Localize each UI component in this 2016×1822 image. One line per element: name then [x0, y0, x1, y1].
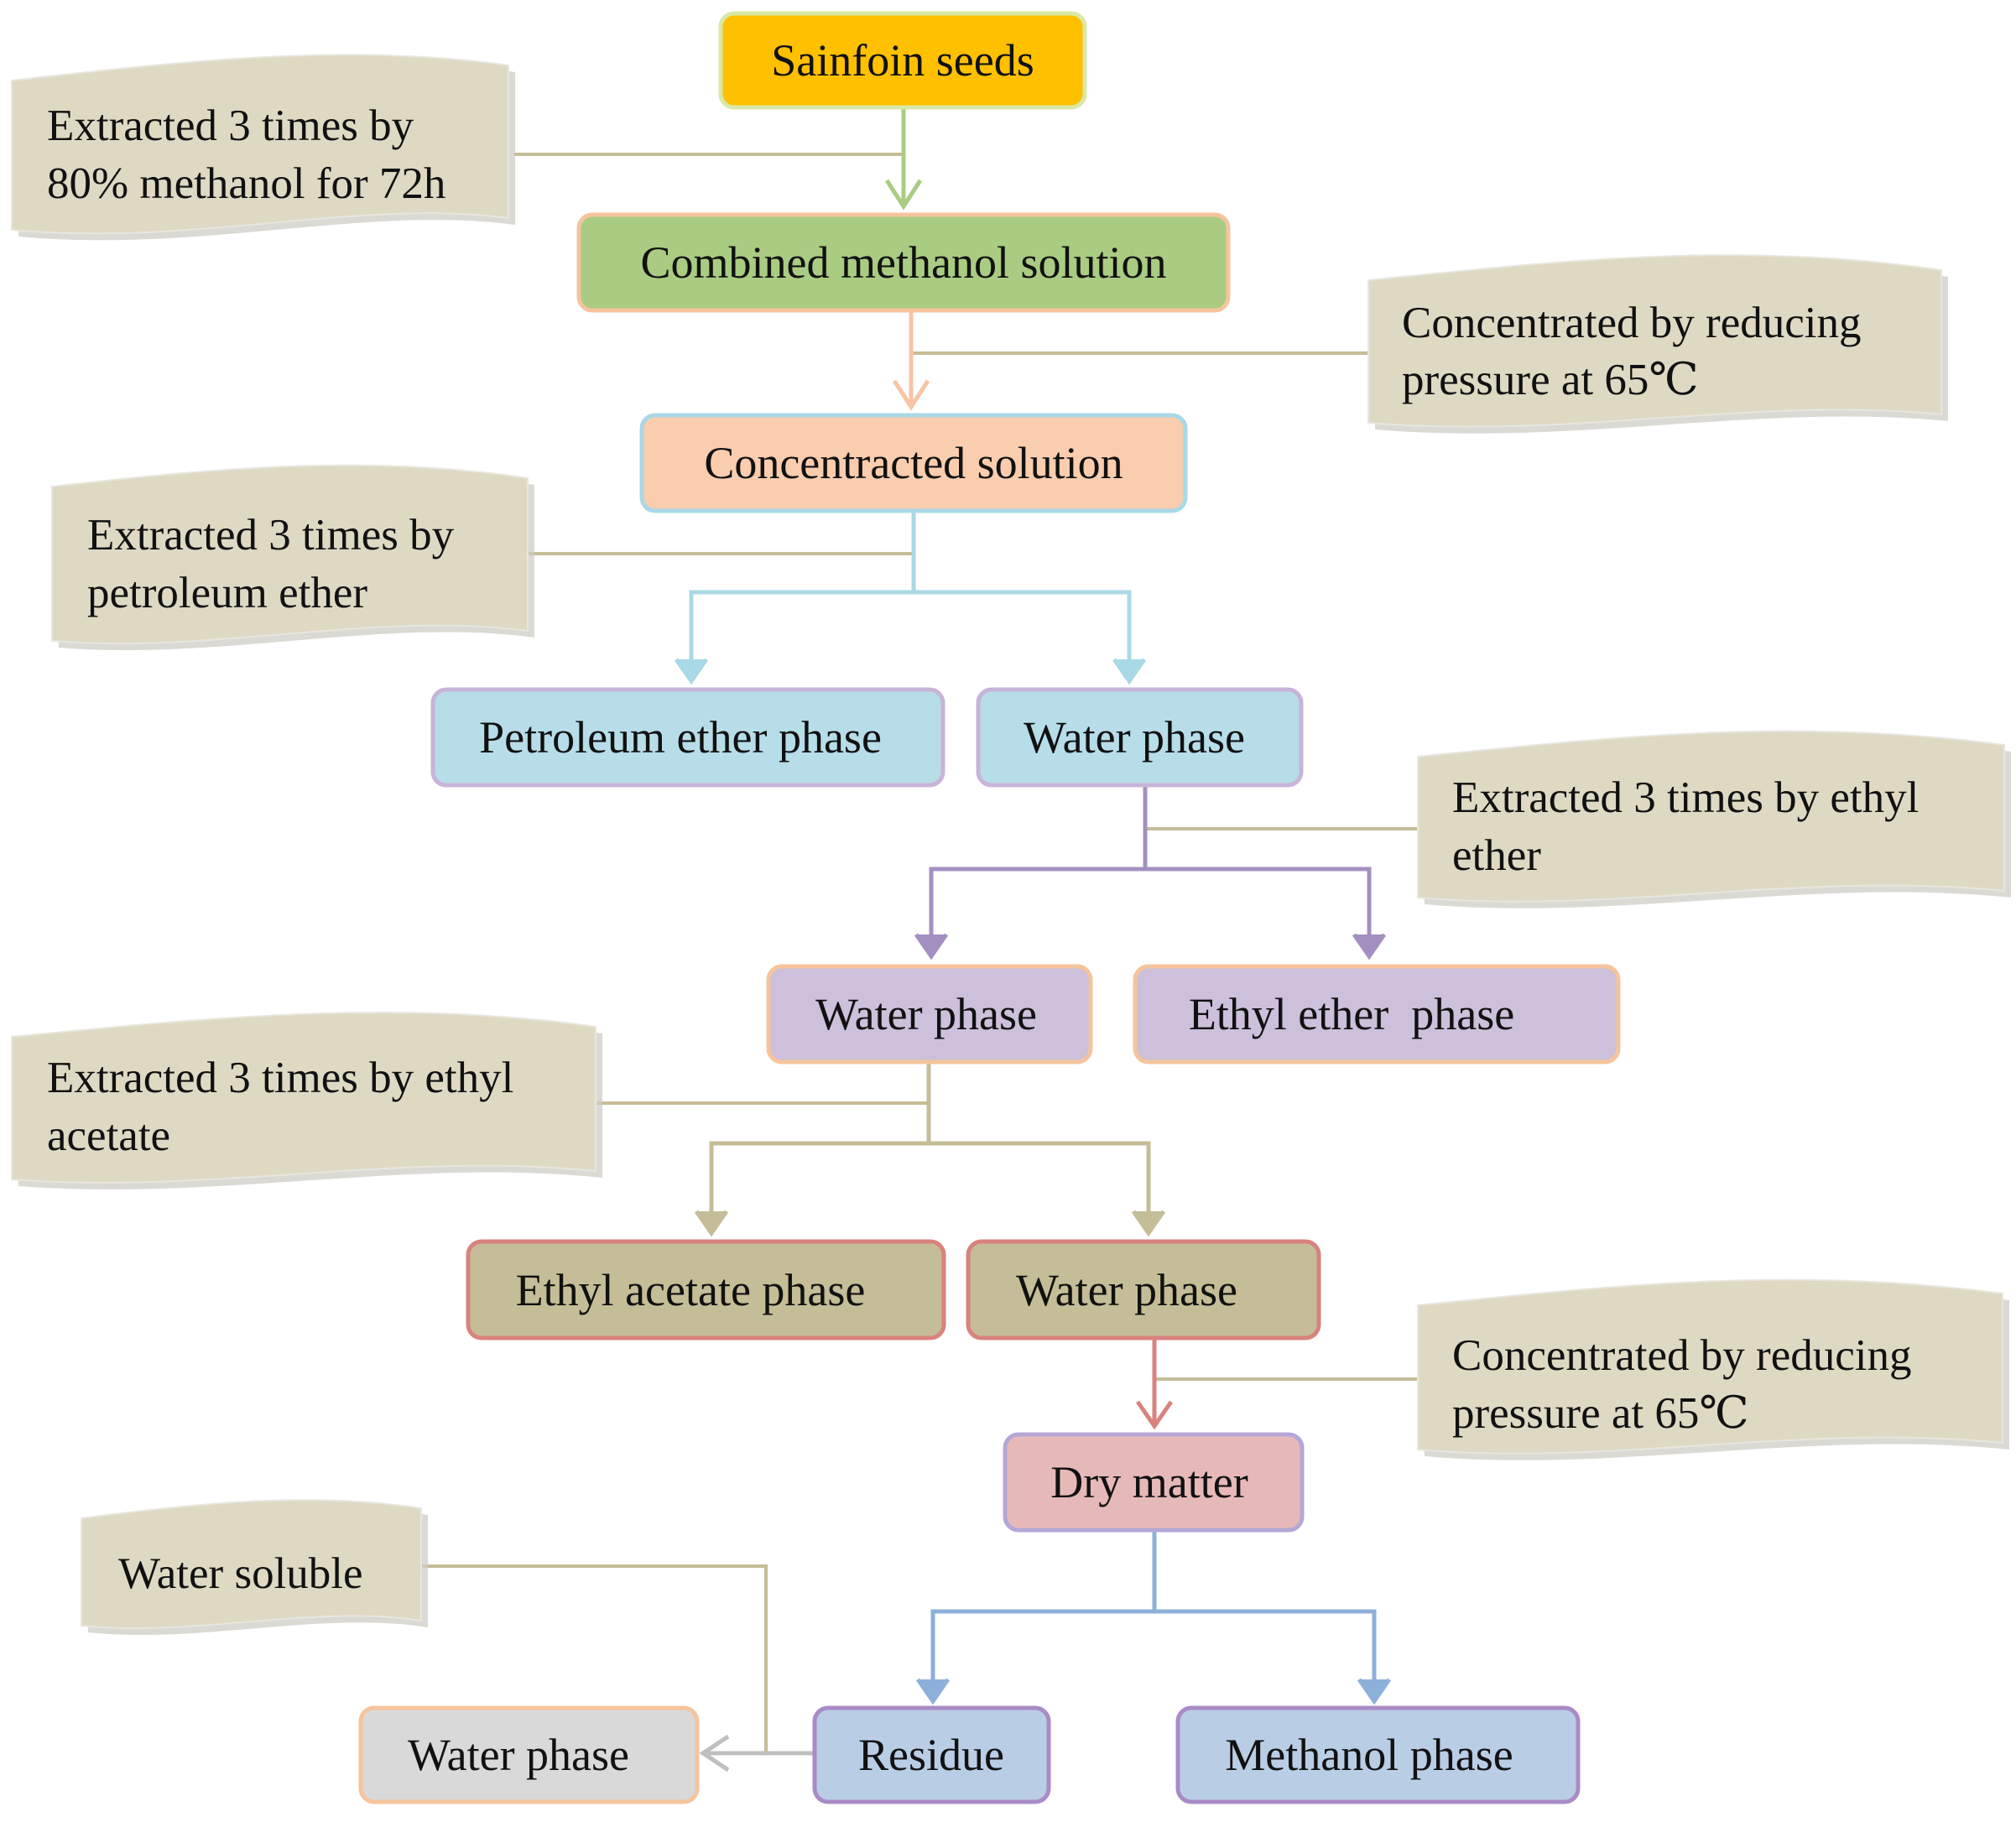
box-label: Water phase [408, 1730, 629, 1780]
box-methanol-phase: Methanol phase [1175, 1705, 1581, 1804]
note-ethyl-acetate-extraction: Extracted 3 times by ethyl acetate [11, 1012, 602, 1190]
arrow-residue-to-water-phase [699, 1734, 814, 1773]
box-label: Petroleum ether phase [479, 712, 882, 763]
note-text-line-1: Concentrated by reducing [1402, 299, 1861, 347]
connectors [421, 153, 1418, 1753]
box-water-phase-1: Water phase [976, 687, 1304, 788]
note-concentrate-1: Concentrated by reducing pressure at 65℃ [1367, 254, 1948, 434]
arrow-methanol-to-concentrated [892, 310, 930, 411]
box-label: Residue [858, 1730, 1004, 1780]
box-dry-matter: Dry matter [1003, 1432, 1305, 1533]
box-water-phase-4: Water phase [358, 1705, 700, 1804]
note-text-line-2: ether [1452, 831, 1541, 880]
box-water-phase-2: Water phase [766, 964, 1093, 1065]
arrow-seeds-to-methanol [884, 107, 923, 211]
note-text-line-1: Extracted 3 times by ethyl [47, 1054, 513, 1102]
connector-water-soluble-note [421, 1564, 768, 1753]
note-text-line-1: Concentrated by reducing [1452, 1331, 1911, 1380]
note-text-line-2: petroleum ether [87, 569, 367, 617]
note-petroleum-extraction: Extracted 3 times by petroleum ether [51, 464, 534, 651]
box-label: Sainfoin seeds [771, 35, 1034, 86]
box-label: Ethyl acetate phase [516, 1265, 866, 1315]
box-label: Water phase [1016, 1265, 1237, 1315]
box-combined-methanol-solution: Combined methanol solution [576, 212, 1231, 313]
box-water-phase-3: Water phase [966, 1239, 1321, 1340]
note-text-line-2: 80% methanol for 72h [47, 159, 445, 208]
note-text-line-1: Water soluble [118, 1549, 363, 1598]
process-notes: Extracted 3 times by 80% methanol for 72… [11, 54, 2011, 1636]
box-label: Concentracted solution [704, 438, 1123, 488]
note-ethyl-ether-extraction: Extracted 3 times by ethyl ether [1417, 730, 2011, 908]
arrow-dry-matter-split [915, 1530, 1392, 1705]
note-text-line-1: Extracted 3 times by [87, 511, 455, 560]
note-text-line-2: acetate [47, 1111, 170, 1160]
process-boxes: Sainfoin seeds Combined methanol solutio… [358, 11, 1621, 1804]
arrow-concentrated-split [674, 511, 1147, 685]
box-label: Dry matter [1050, 1457, 1248, 1507]
note-text-line-1: Extracted 3 times by [47, 102, 414, 150]
arrow-water-phase-3-to-dry-matter [1135, 1338, 1174, 1430]
arrow-water-phase-1-split [914, 786, 1387, 960]
box-label: Water phase [1024, 712, 1245, 763]
note-text-line-2: pressure at 65℃ [1452, 1389, 1749, 1438]
note-text-line-2: pressure at 65℃ [1402, 356, 1699, 404]
box-petroleum-ether-phase: Petroleum ether phase [430, 687, 945, 788]
box-label: Methanol phase [1225, 1730, 1513, 1780]
box-residue: Residue [812, 1705, 1051, 1804]
box-sainfoin-seeds: Sainfoin seeds [718, 11, 1087, 110]
box-label: Water phase [815, 989, 1037, 1039]
flow-arrows [674, 107, 1392, 1773]
box-concentrated-solution: Concentracted solution [639, 413, 1188, 513]
box-ethyl-acetate-phase: Ethyl acetate phase [466, 1239, 946, 1340]
note-water-soluble: Water soluble [81, 1499, 428, 1636]
arrow-water-phase-2-split [694, 1062, 1166, 1237]
note-text-line-1: Extracted 3 times by ethyl [1452, 773, 1919, 822]
note-methanol-extraction: Extracted 3 times by 80% methanol for 72… [11, 54, 515, 241]
box-label: Ethyl ether phase [1189, 989, 1514, 1039]
box-ethyl-ether-phase: Ethyl ether phase [1133, 964, 1621, 1065]
box-label: Combined methanol solution [641, 237, 1167, 288]
note-concentrate-2: Concentrated by reducing pressure at 65℃ [1417, 1278, 2009, 1460]
